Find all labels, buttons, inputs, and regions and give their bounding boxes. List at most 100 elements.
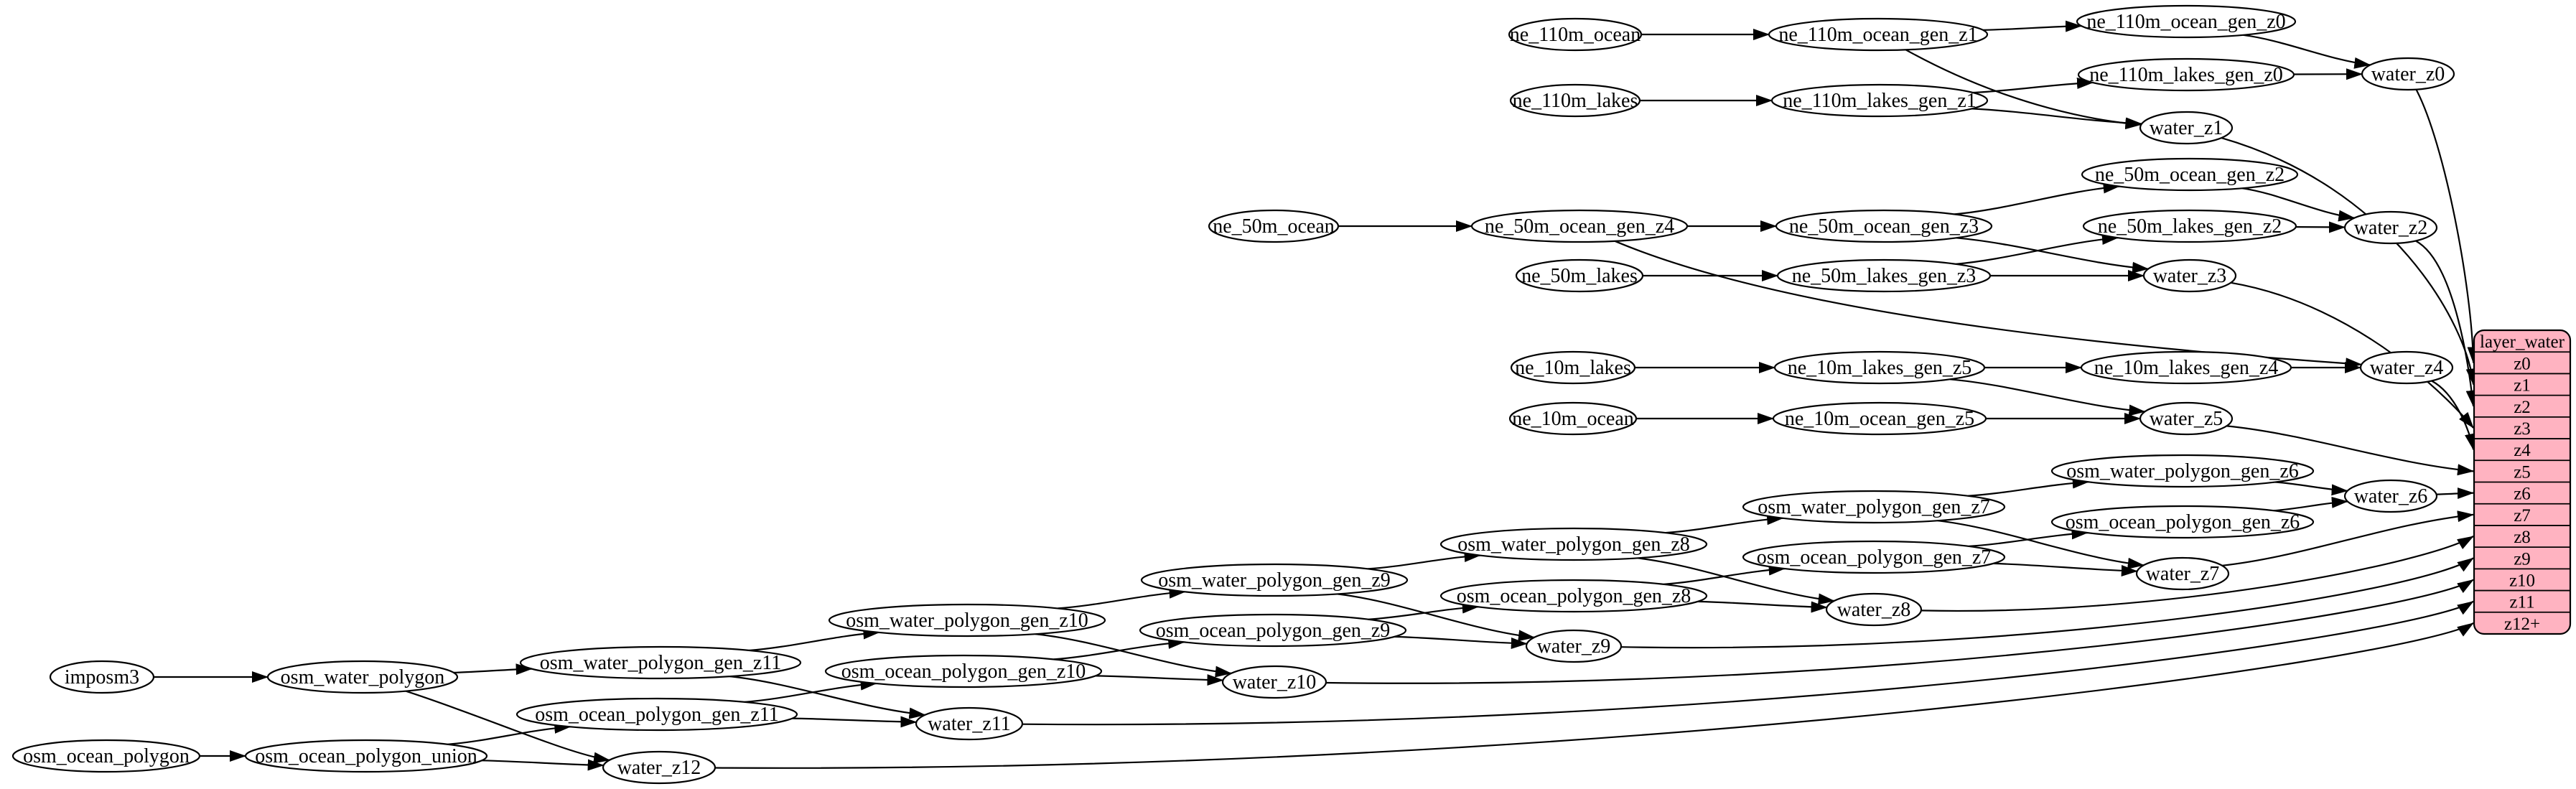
osm_ocean_polygon_gen_z8-label: osm_ocean_polygon_gen_z8 [1457, 585, 1691, 607]
node-osm_water_polygon_gen_z9: osm_water_polygon_gen_z9 [1140, 563, 1409, 597]
ne_110m_lakes_gen_z1-shape [1770, 83, 1989, 118]
water_z9-shape [1525, 629, 1623, 663]
osm_ocean_polygon_gen_z10-label: osm_ocean_polygon_gen_z10 [841, 660, 1086, 683]
edge-osm_ocean_polygon_gen_z11-to-water_z11 [792, 716, 918, 728]
node-water_z8: water_z8 [1825, 592, 1923, 627]
osm_ocean_polygon_gen_z11-label: osm_ocean_polygon_gen_z11 [535, 704, 779, 726]
edge-osm_water_polygon_gen_z10-to-osm_water_polygon_gen_z9 [1058, 587, 1186, 610]
ne_50m_lakes_gen_z2-label: ne_50m_lakes_gen_z2 [2098, 215, 2282, 238]
node-ne_110m_lakes_gen_z0: ne_110m_lakes_gen_z0 [2077, 57, 2295, 92]
edge-osm_ocean_polygon_gen_z7-to-water_z7 [1993, 562, 2138, 576]
water_z2-label: water_z2 [2354, 217, 2428, 239]
node-ne_10m_lakes: ne_10m_lakes [1510, 350, 1636, 385]
ne_110m_lakes_gen_z0-shape [2077, 57, 2295, 92]
node-osm_water_polygon_gen_z6: osm_water_polygon_gen_z6 [2050, 454, 2315, 488]
edge-osm_water_polygon_gen_z11-to-osm_water_polygon_gen_z10 [749, 627, 880, 652]
edge-ne_50m_ocean_gen_z3-to-water_z3 [1956, 237, 2150, 274]
edge-ne_50m_lakes_gen_z3-to-ne_50m_lakes_gen_z2 [1956, 233, 2119, 265]
edge-osm_water_polygon_gen_z7-to-osm_water_polygon_gen_z6 [1968, 477, 2089, 497]
nodes-layer: ne_110m_ocean ne_110m_ocean_gen_z1 ne_110m… [11, 4, 2455, 785]
edge-water_z6-to-layer_water.z6 [2436, 487, 2474, 500]
water_z10-shape [1221, 665, 1327, 699]
water_z8-label: water_z8 [1837, 599, 1911, 621]
node-ne_110m_ocean_gen_z1: ne_110m_ocean_gen_z1 [1768, 17, 1989, 52]
osm_ocean_polygon-shape [11, 739, 201, 773]
edge-water_z2-to-layer_water.z2 [2415, 240, 2478, 407]
node-ne_50m_ocean_gen_z4: ne_50m_ocean_gen_z4 [1470, 209, 1689, 243]
water_z5-shape [2139, 401, 2234, 436]
node-water_z0: water_z0 [2361, 57, 2455, 91]
edge-osm_water_polygon_gen_z9-to-water_z9 [1337, 593, 1535, 642]
edge-osm_ocean_polygon_gen_z10-to-osm_ocean_polygon_gen_z9 [1053, 637, 1185, 660]
node-ne_110m_lakes: ne_110m_lakes [1509, 83, 1641, 118]
osm_ocean_polygon_gen_z9-label: osm_ocean_polygon_gen_z9 [1156, 620, 1391, 642]
record-node-layer: layer_waterz0z1z2z3z4z5z6z7z8z9z10z11z12… [2473, 329, 2572, 635]
node-osm_ocean_polygon_gen_z8: osm_ocean_polygon_gen_z8 [1439, 579, 1708, 613]
osm_water_polygon_gen_z8-shape [1439, 527, 1708, 561]
water_z5-label: water_z5 [2150, 408, 2223, 430]
node-ne_50m_ocean_gen_z2: ne_50m_ocean_gen_z2 [2081, 157, 2299, 192]
ne_110m_ocean_gen_z1-label: ne_110m_ocean_gen_z1 [1778, 24, 1977, 46]
edge-ne_50m_ocean_gen_z3-to-ne_50m_ocean_gen_z2 [1954, 182, 2120, 215]
node-water_z1: water_z1 [2139, 111, 2234, 145]
water_z4-label: water_z4 [2370, 357, 2444, 379]
node-water_z7: water_z7 [2135, 556, 2230, 591]
node-osm_ocean_polygon_gen_z6: osm_ocean_polygon_gen_z6 [2050, 505, 2315, 539]
water_z6-shape [2343, 479, 2438, 513]
water_z11-label: water_z11 [928, 713, 1011, 735]
node-ne_10m_lakes_gen_z5: ne_10m_lakes_gen_z5 [1773, 350, 1986, 385]
osm_water_polygon-label: osm_water_polygon [281, 666, 445, 688]
edge-osm_ocean_polygon_gen_z11-to-osm_ocean_polygon_gen_z10 [745, 678, 877, 703]
osm_ocean_polygon-label: osm_ocean_polygon [23, 745, 190, 767]
node-ne_50m_lakes: ne_50m_lakes [1515, 258, 1644, 293]
node-imposm3: imposm3 [49, 660, 155, 694]
ne_50m_lakes_gen_z2-shape [2082, 209, 2297, 243]
node-ne_110m_ocean_gen_z0: ne_110m_ocean_gen_z0 [2076, 4, 2297, 39]
ne_10m_lakes_gen_z4-label: ne_10m_lakes_gen_z4 [2094, 357, 2279, 379]
node-water_z3: water_z3 [2142, 258, 2237, 293]
ne_110m_lakes_gen_z1-label: ne_110m_lakes_gen_z1 [1783, 90, 1977, 112]
water_z3-label: water_z3 [2153, 265, 2227, 287]
osm_water_polygon_gen_z10-shape [828, 603, 1106, 638]
layer-water-record-title: layer_water [2480, 332, 2565, 352]
ne_110m_ocean_gen_z0-label: ne_110m_ocean_gen_z0 [2086, 11, 2285, 33]
node-water_z4: water_z4 [2359, 350, 2454, 385]
water_z0-label: water_z0 [2371, 63, 2445, 85]
edge-osm_water_polygon_gen_z11-to-water_z11 [729, 676, 926, 719]
edge-ne_50m_ocean_gen_z4-to-water_z4 [1614, 240, 2363, 370]
node-water_z12: water_z12 [602, 750, 717, 785]
edge-osm_ocean_polygon_union-to-osm_ocean_polygon_gen_z11 [447, 722, 571, 745]
ne_50m_ocean_gen_z3-shape [1775, 209, 1993, 243]
node-ne_110m_ocean: ne_110m_ocean [1508, 17, 1643, 52]
node-osm_ocean_polygon_gen_z11: osm_ocean_polygon_gen_z11 [515, 697, 798, 732]
edge-water_z0-to-layer_water.z0 [2415, 89, 2479, 364]
ne_50m_ocean_gen_z4-label: ne_50m_ocean_gen_z4 [1485, 215, 1674, 238]
osm_ocean_polygon_gen_z8-shape [1439, 579, 1708, 613]
ne_110m_ocean-label: ne_110m_ocean [1510, 24, 1641, 46]
edge-osm_water_polygon_gen_z8-to-water_z8 [1637, 557, 1835, 605]
record-row-z5: z5 [2514, 462, 2531, 482]
osm_water_polygon_gen_z9-label: osm_water_polygon_gen_z9 [1158, 569, 1391, 592]
ne_110m_lakes_gen_z0-label: ne_110m_lakes_gen_z0 [2089, 64, 2283, 86]
edge-osm_water_polygon_gen_z9-to-osm_water_polygon_gen_z8 [1368, 551, 1481, 570]
edge-water_z8-to-layer_water.z8 [1921, 536, 2474, 612]
node-ne_50m_lakes_gen_z3: ne_50m_lakes_gen_z3 [1776, 258, 1992, 293]
ne_10m_ocean-label: ne_10m_ocean [1512, 408, 1634, 430]
ne_10m_lakes-shape [1510, 350, 1636, 385]
ne_50m_ocean-shape [1208, 209, 1340, 243]
edge-osm_ocean_polygon_gen_z6-to-water_z6 [2273, 496, 2348, 512]
ne_50m_ocean_gen_z2-shape [2081, 157, 2299, 192]
water_z1-shape [2139, 111, 2234, 145]
ne_10m_lakes_gen_z5-label: ne_10m_lakes_gen_z5 [1788, 357, 1972, 379]
imposm3-label: imposm3 [65, 666, 139, 688]
record-row-z2: z2 [2514, 398, 2531, 417]
osm_water_polygon_gen_z11-label: osm_water_polygon_gen_z11 [540, 652, 781, 674]
node-water_z2: water_z2 [2343, 210, 2438, 245]
ne_110m_ocean_gen_z0-shape [2076, 4, 2297, 39]
ne_110m_lakes-label: ne_110m_lakes [1513, 90, 1638, 112]
osm_ocean_polygon_gen_z10-shape [824, 654, 1103, 688]
edge-osm_ocean_polygon_union-to-water_z12 [481, 759, 605, 771]
node-water_z10: water_z10 [1221, 665, 1327, 699]
